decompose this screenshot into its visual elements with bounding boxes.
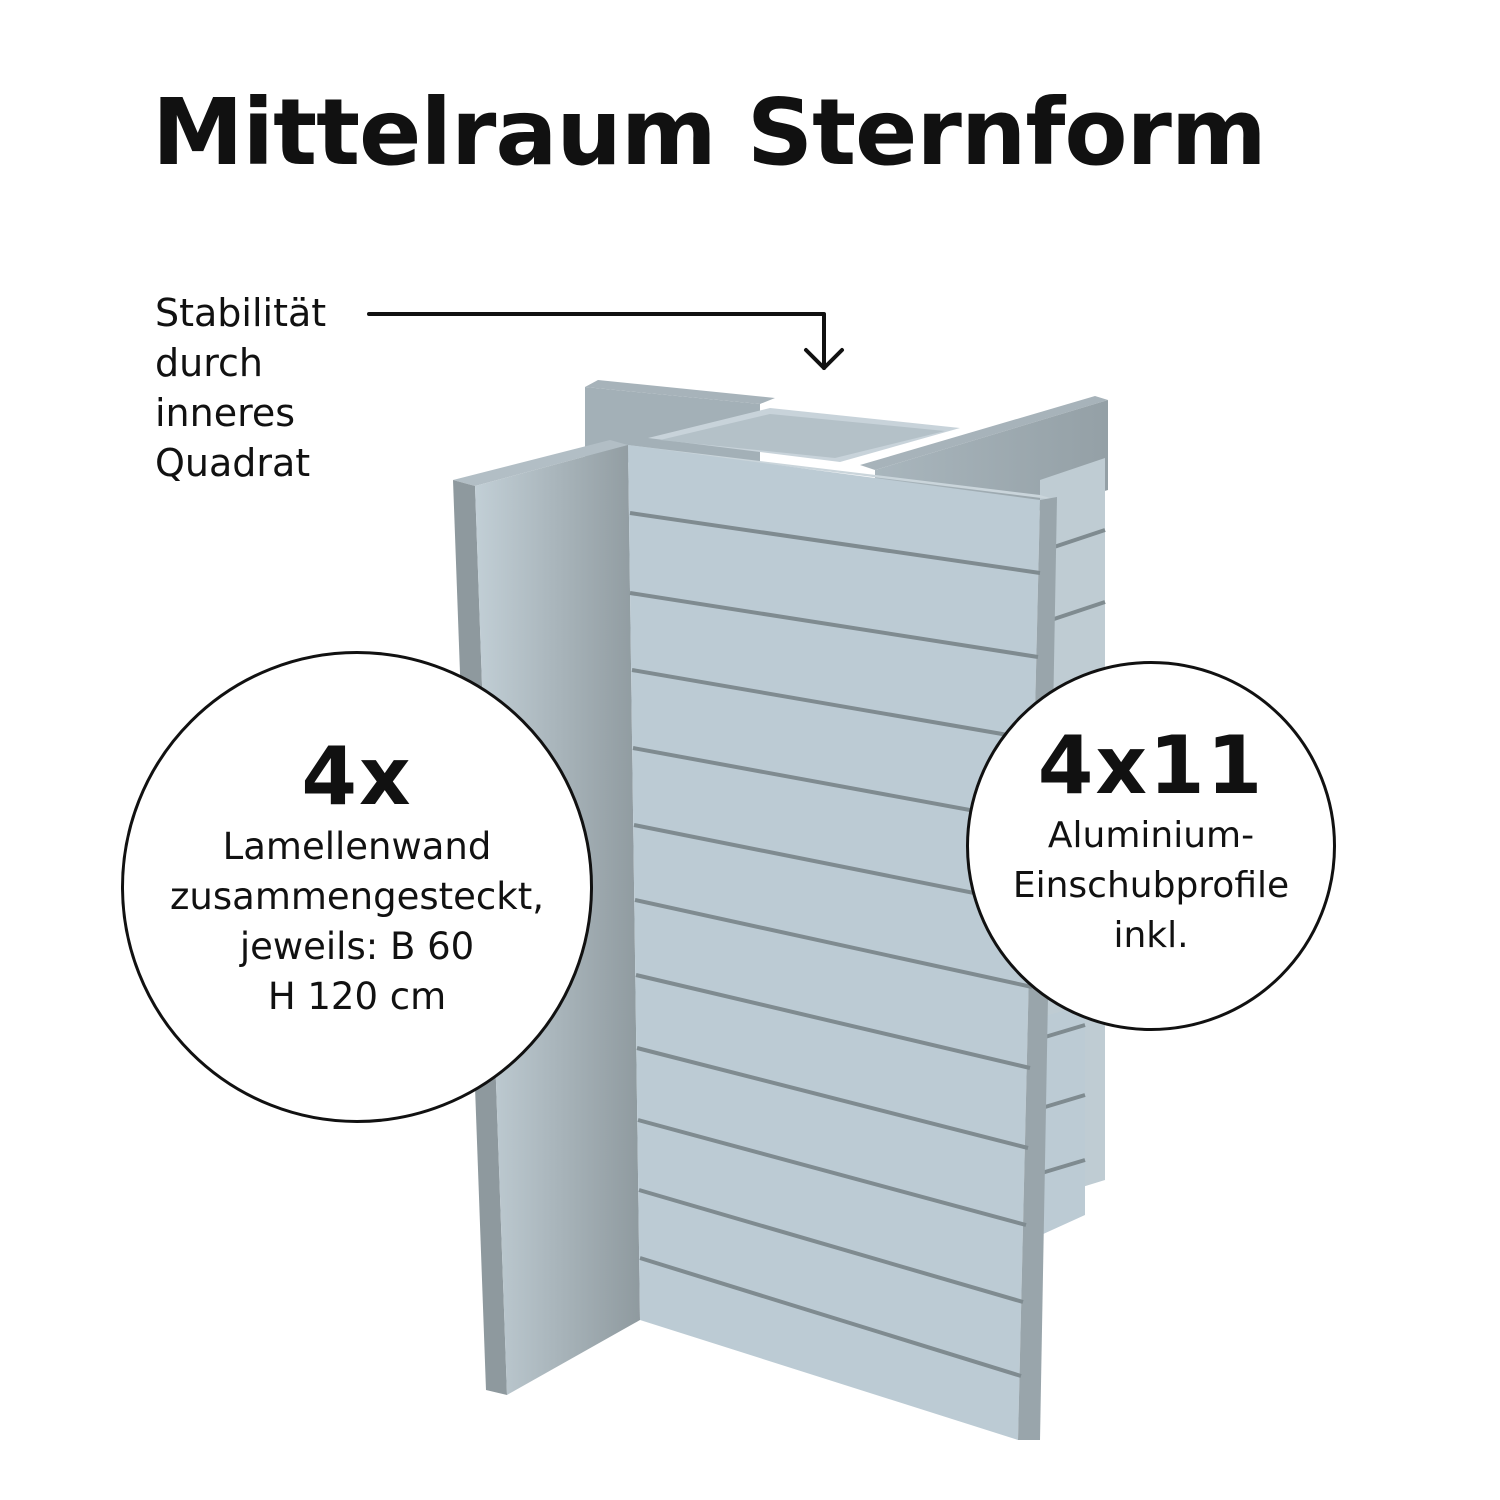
front-panel-slots <box>629 511 1041 1378</box>
arrow-icon <box>367 312 844 370</box>
badge-line: Einschubprofile <box>1012 865 1290 906</box>
profile-count-badge: 4x11 Aluminium- Einschubprofile inkl. <box>966 661 1336 1031</box>
badge-line: inkl. <box>1113 915 1189 956</box>
front-panel-top <box>628 445 1057 500</box>
right-back-panel-top <box>860 396 1108 470</box>
callout-line: Stabilität <box>155 291 327 335</box>
panel-count-value: 4x <box>301 730 413 823</box>
profile-count-value: 4x11 <box>1037 719 1265 812</box>
callout-line: Quadrat <box>155 441 311 485</box>
badge-line: Aluminium- <box>1047 815 1255 856</box>
callout-line: durch <box>155 341 263 385</box>
page-title: Mittelraum Sternform <box>152 79 1267 186</box>
stability-callout: Stabilität durch inneres Quadrat <box>155 288 326 488</box>
inner-square-inner <box>660 414 945 458</box>
badge-line: zusammengesteckt, <box>170 875 544 918</box>
panel-count-badge: 4x Lamellenwand zusammengesteckt, jeweil… <box>121 651 593 1123</box>
left-panel-top <box>453 440 628 486</box>
back-panel-top <box>585 380 775 404</box>
badge-line: H 120 cm <box>267 975 447 1018</box>
badge-line: jeweils: B 60 <box>239 925 475 968</box>
badge-line: Lamellenwand <box>222 825 492 868</box>
callout-line: inneres <box>155 391 296 435</box>
